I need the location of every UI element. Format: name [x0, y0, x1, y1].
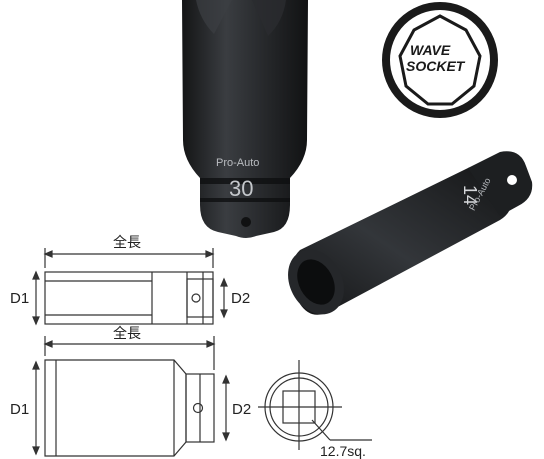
diagram-short-socket: [32, 248, 228, 326]
socket-30-image: [182, 0, 308, 238]
short-d1-label: D1: [10, 290, 30, 307]
diagram-long-socket: [32, 336, 230, 457]
drive-size-label: 12.7sq.: [320, 443, 366, 459]
badge-line1: WAVE: [410, 42, 451, 58]
badge-line2: SOCKET: [406, 58, 465, 74]
long-d2-label: D2: [232, 401, 252, 418]
long-d1-label: D1: [10, 401, 30, 418]
end-view-diagram: [258, 360, 372, 450]
short-d2-label: D2: [231, 290, 251, 307]
long-length-label: 全長: [113, 326, 141, 342]
wave-socket-badge: [382, 2, 498, 118]
socket-14-image: [288, 151, 533, 315]
short-length-label: 全長: [113, 235, 141, 251]
socket-30-brand: Pro-Auto: [216, 157, 260, 169]
socket-30-size: 30: [229, 176, 254, 201]
